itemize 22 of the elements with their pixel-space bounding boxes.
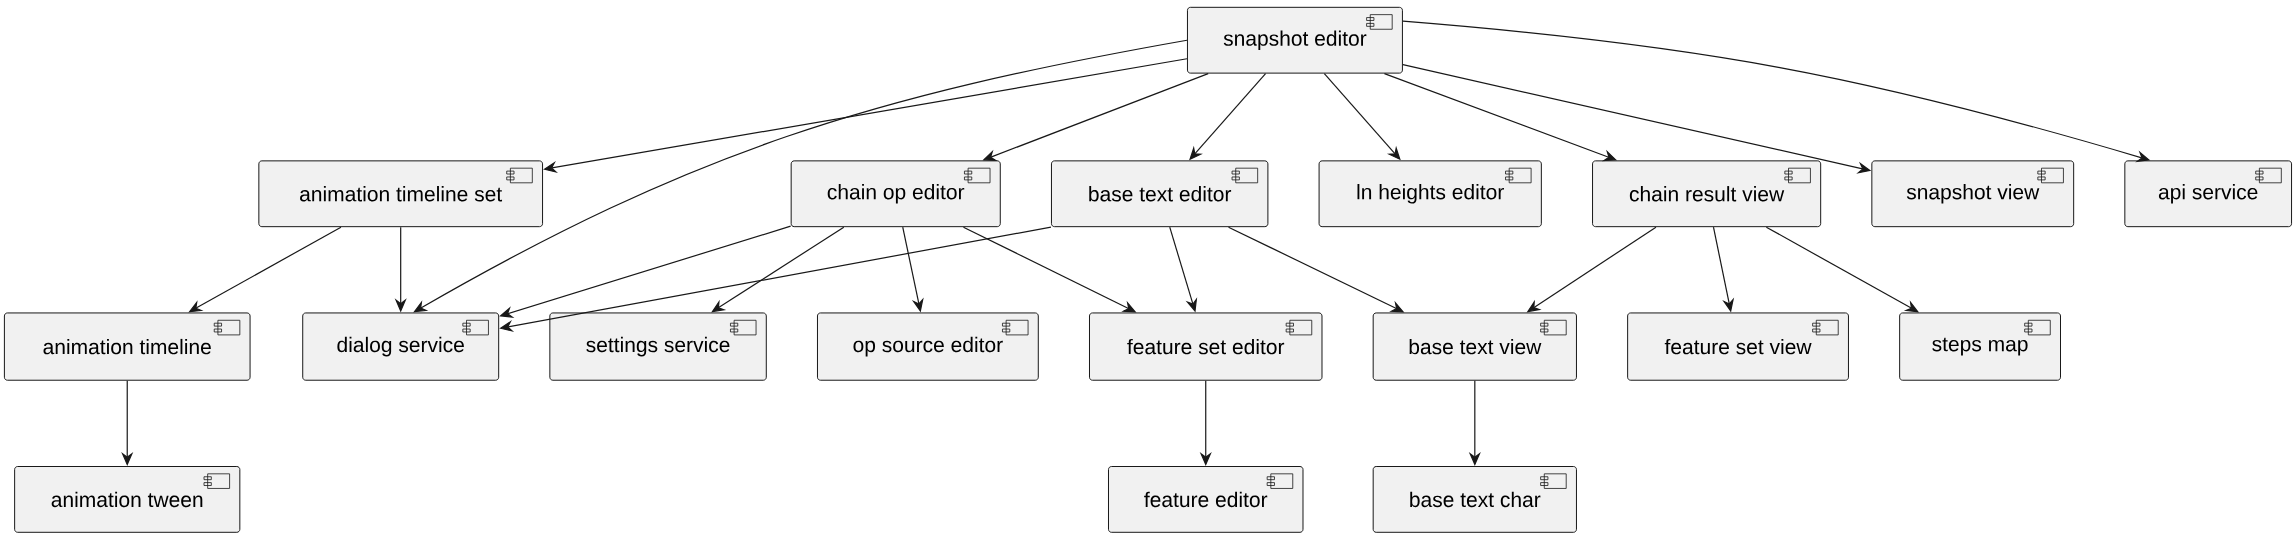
component-box: base text view: [1372, 312, 1577, 381]
component-box: snapshot view: [1871, 160, 2075, 228]
component-box: dialog service: [302, 312, 500, 381]
arrow: [413, 39, 1188, 313]
component-box: base text char: [1372, 465, 1577, 533]
arrow: [711, 226, 845, 313]
component-box: animation timeline: [3, 312, 251, 381]
component-box: snapshot editor: [1186, 6, 1403, 74]
component-box: chain result view: [1592, 160, 1822, 228]
component-box: settings service: [549, 312, 767, 381]
component-box: op source editor: [817, 312, 1039, 381]
component-box: feature set editor: [1089, 312, 1323, 381]
component-box: ln heights editor: [1318, 160, 1542, 228]
arrow: [543, 58, 1188, 173]
component-box: chain op editor: [790, 160, 1001, 228]
component-box: feature set view: [1627, 312, 1849, 381]
component-box: api service: [2124, 160, 2293, 228]
component-box: base text editor: [1050, 160, 1269, 228]
component-box: steps map: [1899, 312, 2061, 381]
component-box: animation timeline set: [258, 160, 544, 228]
component-box: feature editor: [1108, 465, 1304, 533]
component-box: animation tween: [14, 465, 241, 533]
